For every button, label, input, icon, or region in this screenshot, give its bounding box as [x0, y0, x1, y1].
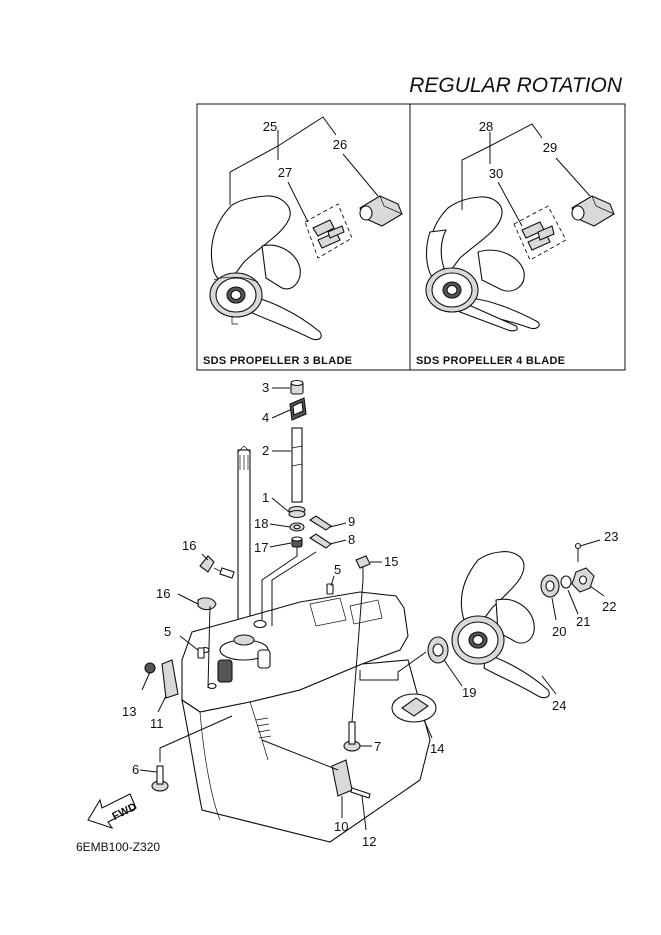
callout-26: 26 — [333, 137, 347, 152]
callout-13: 13 — [122, 704, 136, 719]
drive-kit-27 — [304, 203, 353, 259]
driveshaft-parts — [288, 379, 332, 549]
callout-16-upper: 16 — [182, 538, 196, 553]
drive-kit-30 — [513, 205, 567, 261]
panel-3-blade-label: SDS PROPELLER 3 BLADE — [203, 355, 352, 367]
propeller-4-blade-illustration — [425, 196, 540, 332]
callout-25: 25 — [263, 119, 277, 134]
callout-2: 2 — [262, 443, 269, 458]
propeller-options-inset: 25 26 27 SDS PROPELLER 3 BLADE — [196, 103, 626, 371]
lower-unit-housing — [181, 591, 431, 843]
callout-29: 29 — [543, 140, 557, 155]
main-propeller — [391, 542, 595, 723]
callout-19: 19 — [462, 685, 476, 700]
callout-18: 18 — [254, 516, 268, 531]
callout-12: 12 — [362, 834, 376, 849]
clip-parts — [144, 555, 371, 799]
diagram-code: 6EMB100-Z320 — [76, 840, 160, 854]
callout-10: 10 — [334, 819, 348, 834]
callout-28: 28 — [479, 119, 493, 134]
callout-30: 30 — [489, 166, 503, 181]
callout-11: 11 — [150, 716, 164, 731]
callout-5-upper: 5 — [334, 562, 341, 577]
leader-lines — [139, 387, 605, 831]
callout-4: 4 — [262, 410, 269, 425]
callout-20: 20 — [552, 624, 566, 639]
callout-24: 24 — [552, 698, 566, 713]
panel-4-blade-label: SDS PROPELLER 4 BLADE — [416, 355, 565, 367]
callout-3: 3 — [262, 380, 269, 395]
propeller-3-blade-illustration — [209, 195, 322, 341]
panel-4-blade: 28 29 30 SDS PROPELLER 4 BLADE — [416, 119, 615, 367]
panel-3-blade: 25 26 27 SDS PROPELLER 3 BLADE — [203, 116, 403, 367]
callout-9: 9 — [348, 514, 355, 529]
diagram-title: REGULAR ROTATION — [409, 74, 623, 97]
callout-7: 7 — [374, 739, 381, 754]
callout-8: 8 — [348, 532, 355, 547]
callout-6: 6 — [132, 762, 139, 777]
callout-5-lower: 5 — [164, 624, 171, 639]
adapter-29 — [571, 195, 615, 227]
callout-17: 17 — [254, 540, 268, 555]
fwd-arrow-icon: FWD — [87, 793, 139, 830]
callout-16-lower: 16 — [156, 586, 170, 601]
callout-22: 22 — [602, 599, 616, 614]
callout-15: 15 — [384, 554, 398, 569]
callout-1: 1 — [262, 490, 269, 505]
callout-23: 23 — [604, 529, 618, 544]
driveshaft — [237, 445, 251, 641]
adapter-26 — [359, 195, 403, 227]
callout-14: 14 — [430, 741, 444, 756]
callout-21: 21 — [576, 614, 590, 629]
callout-27: 27 — [278, 165, 292, 180]
